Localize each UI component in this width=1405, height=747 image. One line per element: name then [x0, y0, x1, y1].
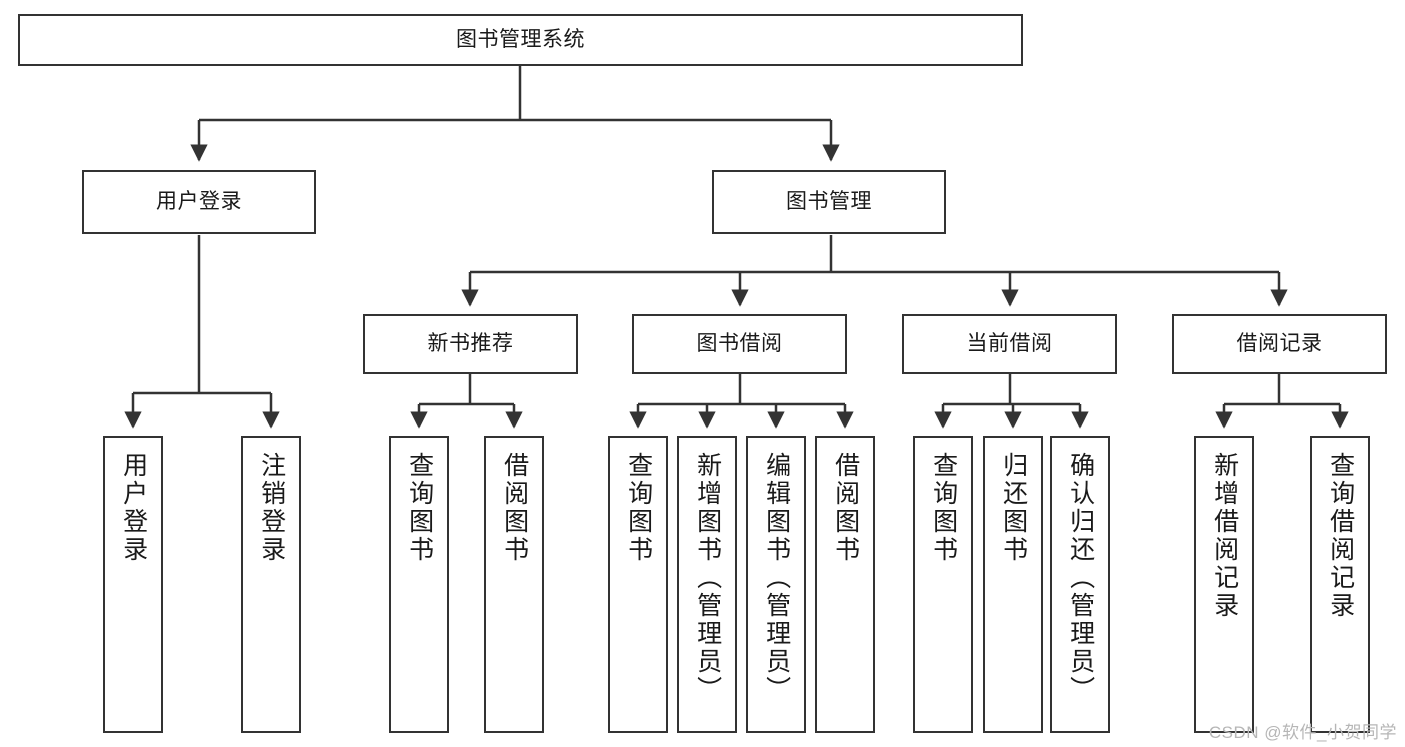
node-user-login-label: 用户登录: [156, 190, 242, 214]
node-book-borrow[interactable]: 图书借阅: [632, 314, 847, 374]
node-user-login[interactable]: 用户登录: [82, 170, 316, 234]
node-leaf-borrow-book-2[interactable]: 借阅图书: [815, 436, 875, 733]
node-leaf-add-record-label: 新增借阅记录: [1210, 452, 1239, 620]
node-leaf-confirm-return[interactable]: 确认归还（管理员）: [1050, 436, 1110, 733]
node-leaf-add-record[interactable]: 新增借阅记录: [1194, 436, 1254, 733]
node-leaf-query-record-label: 查询借阅记录: [1326, 452, 1355, 620]
node-root-label: 图书管理系统: [456, 28, 585, 52]
node-book-borrow-label: 图书借阅: [696, 332, 783, 356]
node-borrow-records[interactable]: 借阅记录: [1172, 314, 1387, 374]
node-leaf-user-login[interactable]: 用户登录: [103, 436, 163, 733]
node-leaf-user-login-label: 用户登录: [119, 452, 148, 564]
node-leaf-borrow-book-1[interactable]: 借阅图书: [484, 436, 544, 733]
node-new-book-recommend-label: 新书推荐: [427, 332, 514, 356]
node-leaf-query-book-1-label: 查询图书: [405, 452, 434, 564]
node-borrow-records-label: 借阅记录: [1236, 332, 1323, 356]
node-leaf-add-book[interactable]: 新增图书（管理员）: [677, 436, 737, 733]
node-current-borrow-label: 当前借阅: [966, 332, 1053, 356]
node-leaf-edit-book[interactable]: 编辑图书（管理员）: [746, 436, 806, 733]
node-leaf-return-book[interactable]: 归还图书: [983, 436, 1043, 733]
node-leaf-return-book-label: 归还图书: [999, 452, 1028, 564]
node-book-management[interactable]: 图书管理: [712, 170, 946, 234]
node-leaf-user-logout[interactable]: 注销登录: [241, 436, 301, 733]
node-leaf-confirm-return-label: 确认归还（管理员）: [1066, 452, 1095, 704]
node-leaf-query-record[interactable]: 查询借阅记录: [1310, 436, 1370, 733]
node-leaf-edit-book-label: 编辑图书（管理员）: [762, 452, 791, 704]
node-leaf-query-book-3[interactable]: 查询图书: [913, 436, 973, 733]
node-leaf-user-logout-label: 注销登录: [257, 452, 286, 564]
node-leaf-query-book-2-label: 查询图书: [624, 452, 653, 564]
node-leaf-query-book-1[interactable]: 查询图书: [389, 436, 449, 733]
node-new-book-recommend[interactable]: 新书推荐: [363, 314, 578, 374]
node-leaf-add-book-label: 新增图书（管理员）: [693, 452, 722, 704]
node-leaf-borrow-book-2-label: 借阅图书: [831, 452, 860, 564]
node-leaf-query-book-2[interactable]: 查询图书: [608, 436, 668, 733]
node-root[interactable]: 图书管理系统: [18, 14, 1023, 66]
node-current-borrow[interactable]: 当前借阅: [902, 314, 1117, 374]
node-leaf-query-book-3-label: 查询图书: [929, 452, 958, 564]
node-book-management-label: 图书管理: [786, 190, 872, 214]
node-leaf-borrow-book-1-label: 借阅图书: [500, 452, 529, 564]
